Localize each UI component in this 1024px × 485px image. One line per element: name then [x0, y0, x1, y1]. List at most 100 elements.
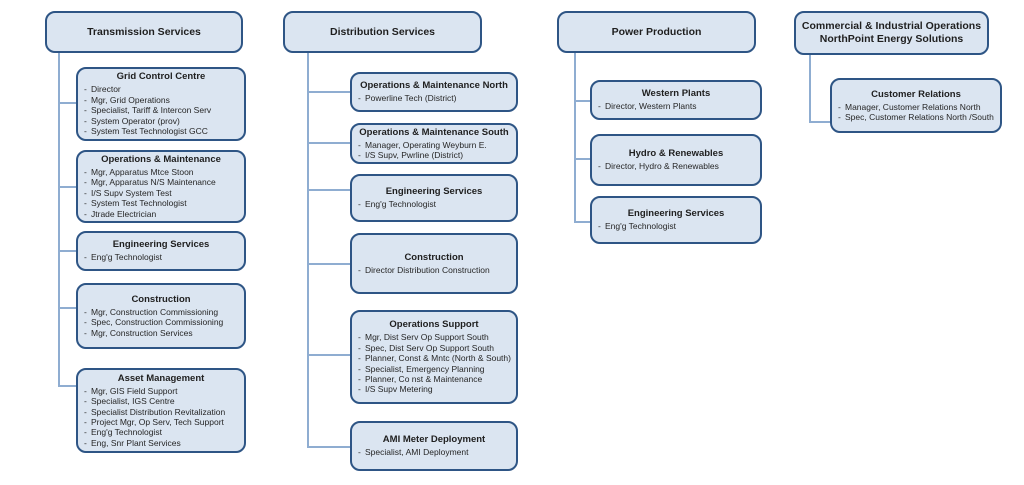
role-item-label: Mgr, Construction Commissioning — [91, 306, 219, 317]
box-operations-maintenance-north: Operations & Maintenance North -Powerlin… — [350, 72, 518, 112]
box-title: Hydro & Renewables — [628, 148, 724, 160]
role-item: -Planner, Const & Mntc (North & South) — [358, 353, 513, 363]
role-item: -Mgr, Dist Serv Op Support South — [358, 332, 513, 342]
bullet-dash: - — [838, 112, 841, 122]
role-item: -Jtrade Electrician — [84, 209, 241, 219]
bullet-dash: - — [84, 126, 87, 137]
bullet-dash: - — [84, 208, 87, 219]
box-title: Grid Control Centre — [116, 71, 206, 83]
bullet-dash: - — [84, 385, 87, 396]
box-construction-distribution: Construction -Director Distribution Cons… — [350, 233, 518, 294]
box-title: Asset Management — [117, 372, 205, 384]
role-list: -Manager, Operating Weyburn E.-I/S Supv,… — [352, 140, 516, 161]
role-item: -I/S Supv Metering — [358, 384, 513, 394]
box-operations-maintenance-south: Operations & Maintenance South -Manager,… — [350, 123, 518, 164]
role-item: -Powerline Tech (District) — [358, 93, 513, 103]
role-item: -Mgr, Apparatus Mtce Stoon — [84, 167, 241, 177]
role-item-label: Eng'g Technologist — [91, 427, 162, 438]
role-item-label: Manager, Operating Weyburn E. — [365, 139, 487, 150]
role-item: -Director, Hydro & Renewables — [598, 161, 757, 171]
bullet-dash: - — [84, 94, 87, 105]
role-list: -Eng'g Technologist — [592, 221, 760, 231]
connector-stub — [574, 221, 590, 223]
role-item-label: Project Mgr, Op Serv, Tech Support — [91, 417, 224, 427]
role-item: -Eng'g Technologist — [598, 221, 757, 231]
column-subtitle: NorthPoint Energy Solutions — [819, 33, 964, 45]
role-item-label: Director, Western Plants — [605, 101, 697, 112]
bullet-dash: - — [358, 332, 361, 343]
bullet-dash: - — [358, 150, 361, 160]
bullet-dash: - — [358, 363, 361, 374]
role-item-label: Spec, Construction Commissioning — [91, 317, 224, 328]
bullet-dash: - — [84, 177, 87, 188]
connector-stub — [58, 385, 76, 387]
box-title: Engineering Services — [112, 239, 210, 251]
role-item-label: Planner, Const & Mntc (North & South) — [365, 353, 511, 364]
role-item: -Specialist, Emergency Planning — [358, 364, 513, 374]
role-item-label: Specialist, IGS Centre — [91, 396, 175, 407]
role-item: -Project Mgr, Op Serv, Tech Support — [84, 417, 241, 427]
role-item: -Mgr, Construction Commissioning — [84, 307, 241, 317]
role-item-label: Specialist, AMI Deployment — [365, 447, 469, 458]
role-item: -Specialist Distribution Revitalization — [84, 407, 241, 417]
role-item: -Spec, Dist Serv Op Support South — [358, 343, 513, 353]
box-title: Operations & Maintenance South — [359, 126, 509, 138]
connector-trunk-power-production — [574, 53, 576, 222]
role-item-label: System Test Technologist — [91, 198, 187, 209]
connector-stub — [58, 250, 76, 252]
column-header-transmission-services: Transmission Services — [45, 11, 243, 53]
role-item: -Specialist, AMI Deployment — [358, 447, 513, 457]
role-item-label: Director — [91, 84, 121, 95]
box-engineering-services-distribution: Engineering Services -Eng'g Technologist — [350, 174, 518, 222]
column-header-power-production: Power Production — [557, 11, 756, 53]
bullet-dash: - — [358, 93, 361, 104]
bullet-dash: - — [84, 115, 87, 126]
box-title: Construction — [404, 251, 464, 263]
role-item: -Specialist, Tariff & Intercon Serv — [84, 105, 241, 115]
role-item: -Director Distribution Construction — [358, 265, 513, 275]
role-item: -I/S Supv, Pwrline (District) — [358, 150, 513, 160]
role-item-label: Eng'g Technologist — [365, 199, 436, 210]
bullet-dash: - — [84, 437, 87, 448]
box-western-plants: Western Plants -Director, Western Plants — [590, 80, 762, 120]
role-list: -Director-Mgr, Grid Operations-Specialis… — [78, 84, 244, 136]
box-operations-maintenance: Operations & Maintenance -Mgr, Apparatus… — [76, 150, 246, 223]
role-item-label: Spec, Customer Relations North /South — [845, 112, 994, 122]
role-item: -Mgr, Apparatus N/S Maintenance — [84, 177, 241, 187]
bullet-dash: - — [84, 166, 87, 177]
box-operations-support: Operations Support -Mgr, Dist Serv Op Su… — [350, 310, 518, 404]
bullet-dash: - — [358, 264, 361, 275]
connector-stub — [574, 100, 590, 102]
bullet-dash: - — [84, 187, 87, 198]
role-item: -Eng, Snr Plant Services — [84, 438, 241, 448]
bullet-dash: - — [358, 139, 361, 150]
bullet-dash: - — [84, 252, 87, 263]
role-item-label: Mgr, Apparatus N/S Maintenance — [91, 177, 216, 188]
column-title: Transmission Services — [87, 25, 201, 38]
connector-stub — [574, 158, 590, 160]
role-item-label: I/S Supv Metering — [365, 384, 433, 395]
connector-stub — [307, 263, 350, 265]
role-item-label: Mgr, Construction Services — [91, 327, 193, 338]
connector-stub — [809, 121, 830, 123]
role-item-label: Director Distribution Construction — [365, 264, 490, 275]
role-list: -Mgr, GIS Field Support-Specialist, IGS … — [78, 386, 244, 448]
role-item-label: Manager, Customer Relations North — [845, 101, 981, 112]
box-title: Construction — [131, 293, 191, 305]
connector-stub — [307, 354, 350, 356]
box-customer-relations: Customer Relations -Manager, Customer Re… — [830, 78, 1002, 133]
bullet-dash: - — [84, 105, 87, 116]
role-item: -System Operator (prov) — [84, 116, 241, 126]
bullet-dash: - — [358, 342, 361, 353]
role-item: -I/S Supv System Test — [84, 188, 241, 198]
bullet-dash: - — [358, 373, 361, 384]
bullet-dash: - — [358, 353, 361, 364]
box-engineering-services-power: Engineering Services -Eng'g Technologist — [590, 196, 762, 244]
role-list: -Mgr, Construction Commissioning-Spec, C… — [78, 307, 244, 338]
bullet-dash: - — [358, 384, 361, 395]
connector-stub — [307, 189, 350, 191]
role-item-label: Eng, Snr Plant Services — [91, 437, 181, 448]
bullet-dash: - — [598, 161, 601, 172]
connector-stub — [58, 102, 76, 104]
role-item: -Manager, Customer Relations North — [838, 102, 997, 112]
